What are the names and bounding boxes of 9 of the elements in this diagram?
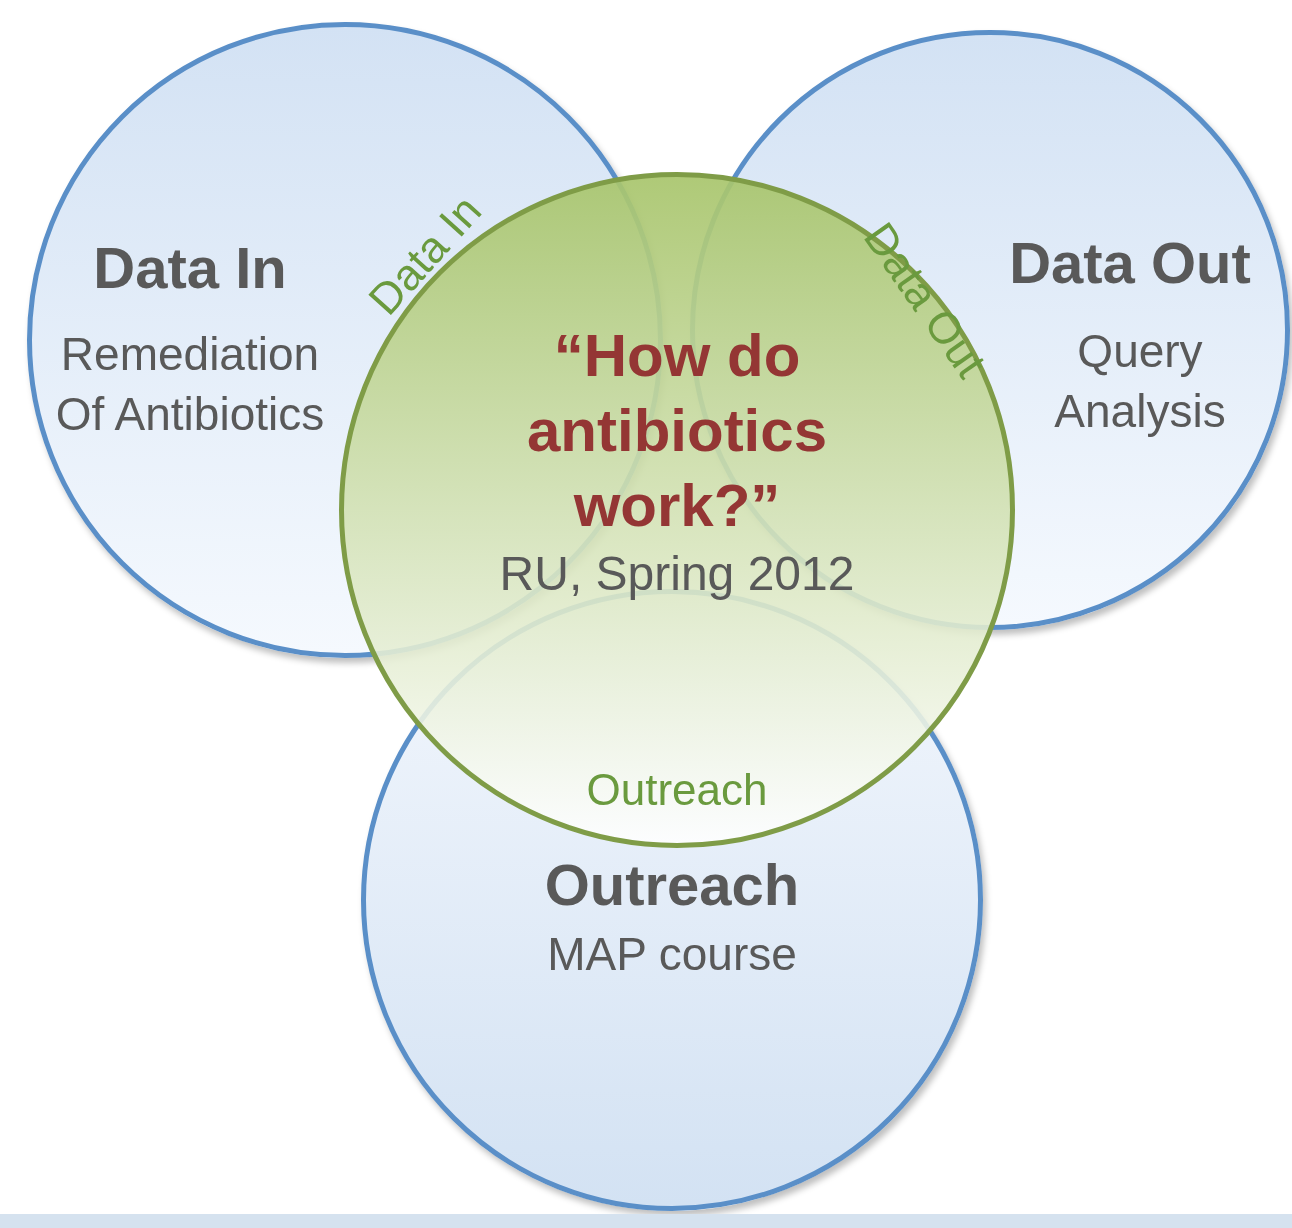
circle-text: Query Analysis [1053, 324, 1227, 439]
circle-heading: Data Out [1008, 229, 1252, 298]
circle-heading: Outreach [543, 851, 801, 920]
circle-text: Remediation Of Antibiotics [54, 327, 326, 442]
circle-text: MAP course [546, 927, 798, 983]
subtitle-text: RU, Spring 2012 [498, 545, 856, 602]
overlap-label: Outreach [586, 765, 768, 815]
circle-heading: Data In [92, 234, 288, 303]
question-text: “How do antibiotics work?” [526, 320, 828, 541]
